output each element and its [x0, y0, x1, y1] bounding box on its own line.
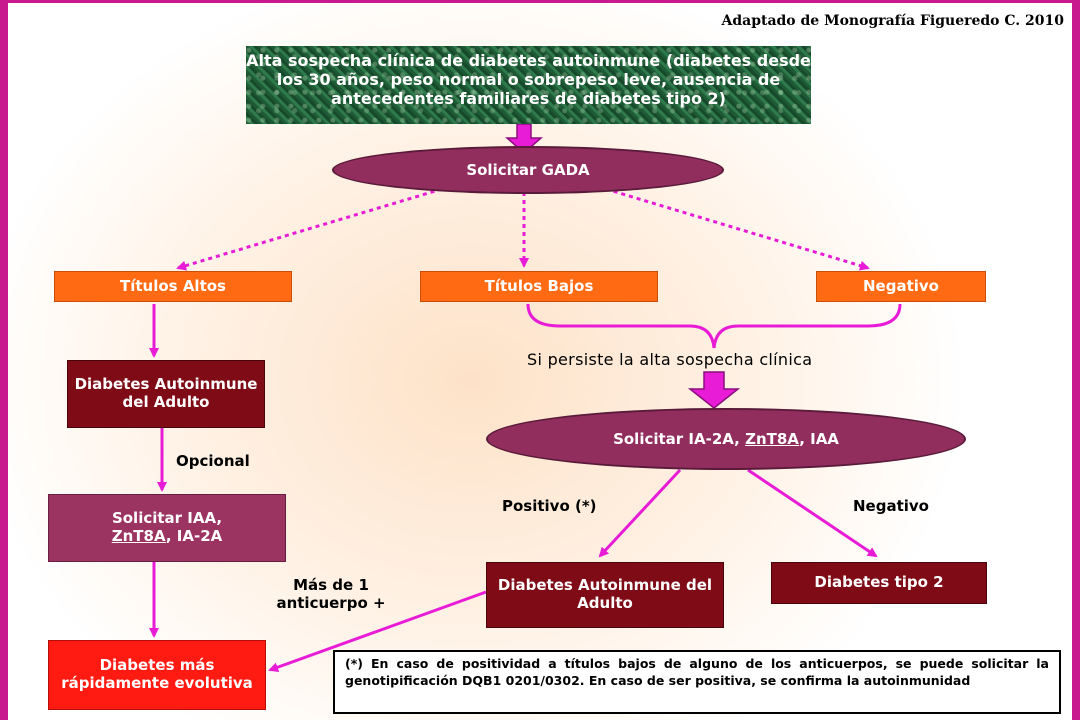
more-than-one-label: Más de 1 anticuerpo + — [276, 576, 386, 612]
request-gada-ellipse: Solicitar GADA — [332, 146, 724, 194]
znt8a-link-left: ZnT8A — [111, 527, 166, 545]
optional-label: Opcional — [176, 452, 250, 470]
autoimmune-adult-right-box: Diabetes Autoinmune del Adulto — [486, 562, 724, 628]
autoimmune-adult-left-box: Diabetes Autoinmune del Adulto — [67, 360, 265, 428]
request-iaa-line2: ZnT8A, IA-2A — [111, 527, 223, 546]
request-ia2a-prefix: Solicitar IA-2A, — [613, 430, 746, 448]
arrow-to-dal-right — [598, 468, 682, 558]
dotted-arrow-to-high-titers — [176, 187, 443, 271]
frame-right-border — [1072, 0, 1080, 720]
request-iaa-line1: Solicitar IAA, — [111, 509, 223, 528]
dotted-arrow-to-negative — [605, 187, 870, 271]
block-arrow-to-ia2a — [687, 371, 741, 409]
request-iaa-suffix: , IA-2A — [165, 527, 223, 545]
request-ia2a-label: Solicitar IA-2A, ZnT8A, IAA — [613, 430, 839, 448]
low-titers-box: Títulos Bajos — [420, 271, 658, 302]
request-ia2a-ellipse: Solicitar IA-2A, ZnT8A, IAA — [486, 408, 966, 470]
request-iaa-box: Solicitar IAA, ZnT8A, IA-2A — [48, 494, 286, 562]
arrow-dal-right-to-rapid — [268, 590, 487, 672]
persist-label: Si persiste la alta sospecha clínica — [527, 350, 813, 369]
brace-low-negative — [526, 303, 902, 349]
request-ia2a-suffix: , IAA — [799, 430, 839, 448]
arrow-to-type2 — [747, 468, 878, 558]
request-gada-label: Solicitar GADA — [466, 161, 590, 179]
znt8a-link-right: ZnT8A — [745, 430, 800, 448]
source-citation: Adaptado de Monografía Figueredo C. 2010 — [721, 13, 1064, 29]
negative-label: Negativo — [853, 497, 929, 515]
rapid-progressive-box: Diabetes más rápidamente evolutiva — [48, 640, 266, 710]
high-titers-box: Títulos Altos — [54, 271, 292, 302]
footnote-box: (*) En caso de positividad a títulos baj… — [333, 650, 1061, 714]
positive-label: Positivo (*) — [502, 497, 597, 515]
type2-diabetes-box: Diabetes tipo 2 — [771, 562, 987, 604]
frame-top-border — [0, 0, 1080, 3]
negative-top-box: Negativo — [816, 271, 986, 302]
frame-left-border — [0, 0, 8, 720]
suspicion-box: Alta sospecha clínica de diabetes autoin… — [246, 46, 811, 124]
